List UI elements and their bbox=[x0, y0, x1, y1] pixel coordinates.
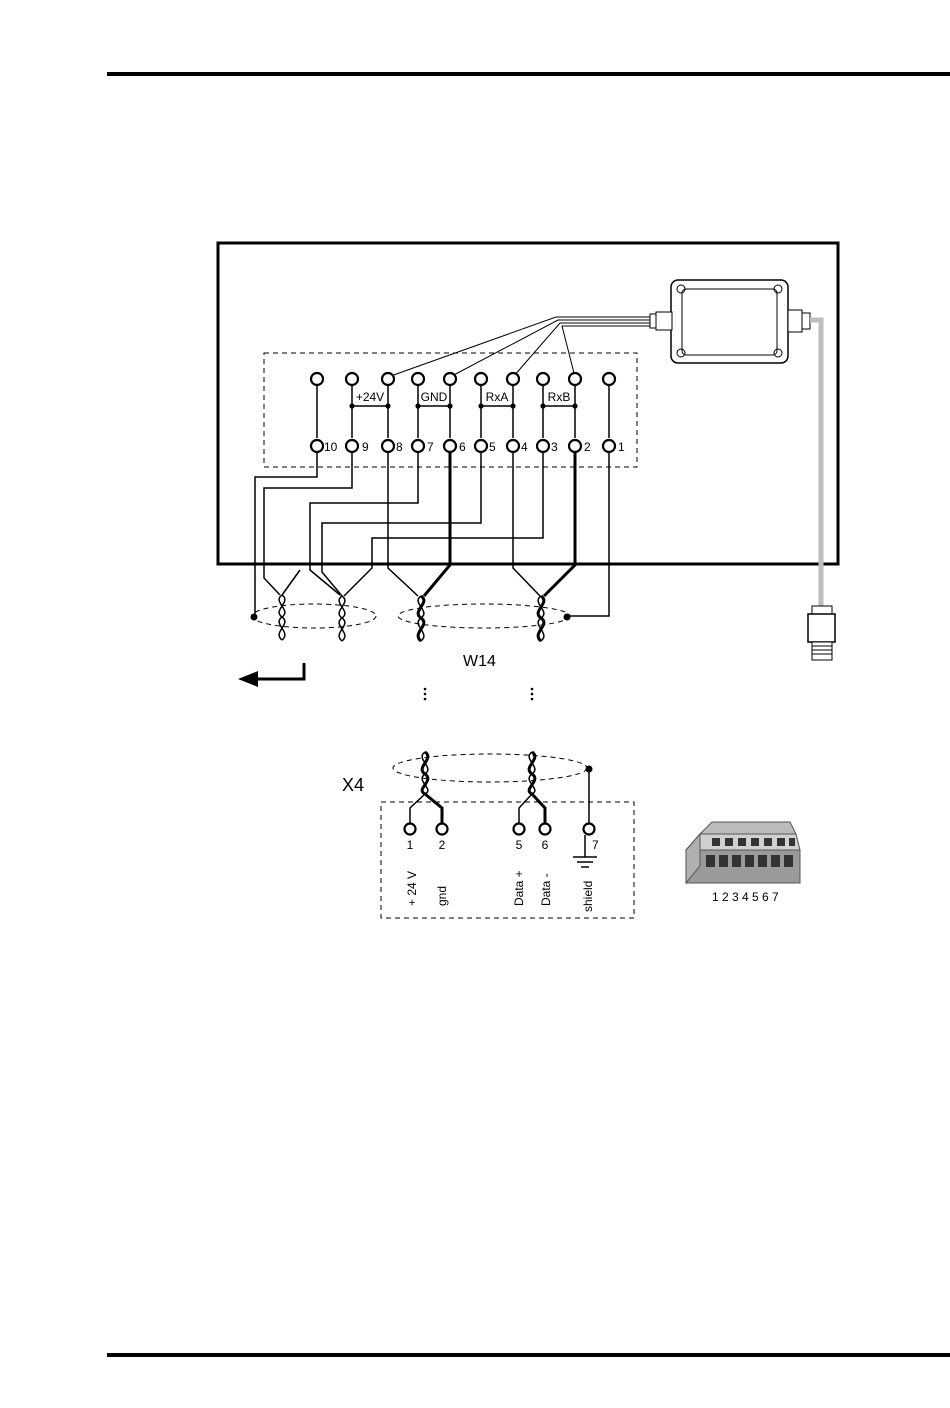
bridge-label: +24V bbox=[356, 390, 384, 404]
shield-dot bbox=[564, 614, 571, 621]
bridge-label: RxB bbox=[548, 390, 571, 404]
sensor-module-icon bbox=[650, 280, 810, 363]
pin-number: 7 bbox=[427, 440, 434, 454]
pin-number: 2 bbox=[584, 440, 591, 454]
shield-ellipse bbox=[252, 604, 376, 628]
pin-number: 6 bbox=[459, 440, 466, 454]
pin-number: 10 bbox=[324, 440, 338, 454]
x4-signal-label: Data - bbox=[539, 873, 553, 906]
twisted-pairs bbox=[279, 595, 544, 641]
sensor-cable bbox=[810, 320, 821, 612]
pin-number: 4 bbox=[521, 440, 528, 454]
terminal-block-numbers: 1 2 3 4 5 6 7 bbox=[712, 890, 779, 904]
pin-number: 9 bbox=[362, 440, 369, 454]
cable-plug-icon bbox=[808, 606, 835, 660]
x4-pin-number: 7 bbox=[592, 838, 599, 852]
pin-number: 5 bbox=[489, 440, 496, 454]
bridge-label: GND bbox=[421, 390, 448, 404]
x4-pin-number: 5 bbox=[516, 838, 523, 852]
x4-terminals bbox=[405, 824, 595, 835]
cable-wiring bbox=[255, 452, 609, 616]
pin-number: 1 bbox=[618, 440, 625, 454]
x4-wiring bbox=[410, 766, 593, 824]
x4-label: X4 bbox=[342, 775, 364, 795]
pin-number: 3 bbox=[551, 440, 558, 454]
x4-twisted-pairs bbox=[422, 752, 535, 794]
x4-pin-number: 1 bbox=[407, 838, 414, 852]
x4-pin-number: 2 bbox=[439, 838, 446, 852]
shield-dot bbox=[251, 614, 258, 621]
x4-signal-label: Data + bbox=[512, 870, 526, 906]
bridge-label: RxA bbox=[486, 390, 509, 404]
bridge-links bbox=[349, 403, 577, 408]
x4-signal-label: shield bbox=[581, 881, 595, 912]
continuation-dots bbox=[424, 688, 534, 701]
terminal-block-icon bbox=[686, 822, 800, 883]
x4-signal-label: gnd bbox=[435, 886, 449, 906]
cable-label: W14 bbox=[463, 653, 496, 670]
x4-pin-number: 6 bbox=[542, 838, 549, 852]
x4-signal-label: + 24 V bbox=[405, 871, 419, 906]
pin-number: 8 bbox=[396, 440, 403, 454]
direction-arrow-icon bbox=[238, 663, 304, 687]
sensor-leads bbox=[388, 317, 650, 377]
